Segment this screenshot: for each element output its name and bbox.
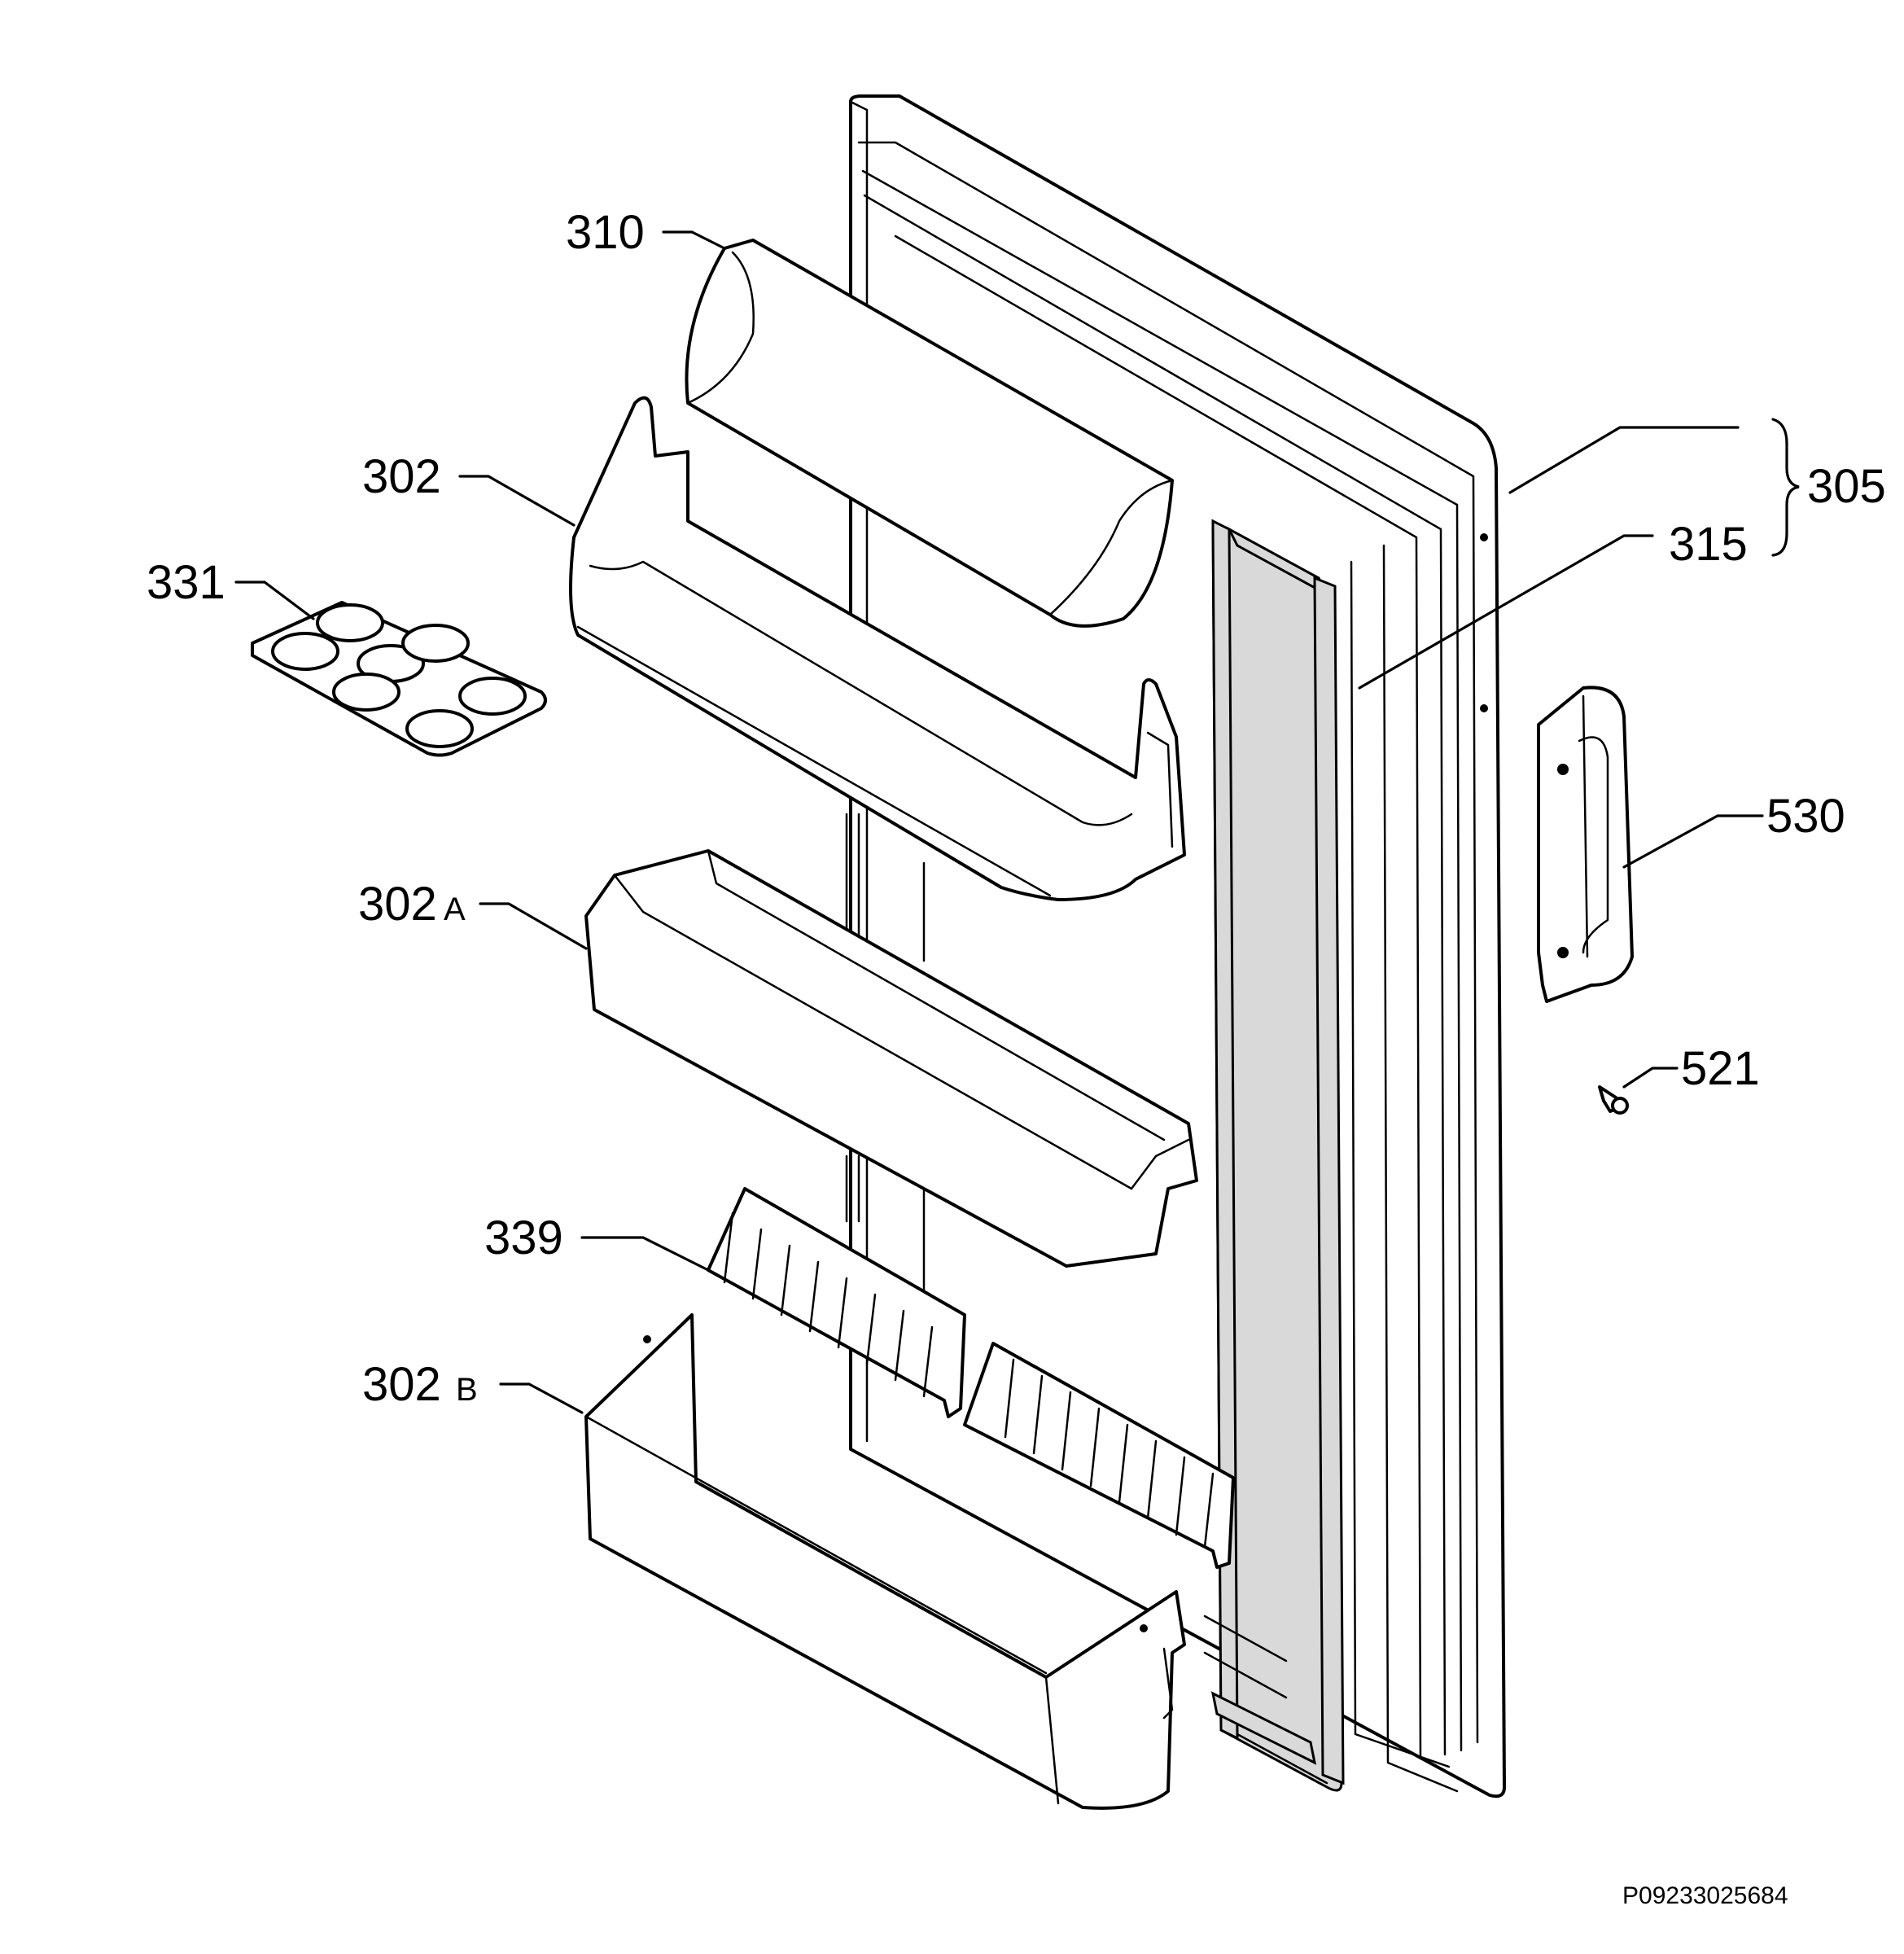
reference-code: P09233025684: [1622, 1882, 1788, 1909]
label-521: 521: [1681, 1042, 1760, 1095]
door-shelf-302a: [584, 849, 1198, 1268]
bottle-retainer-left: [707, 1187, 966, 1418]
label-302b-number: 302: [362, 1358, 441, 1411]
callouts: 310 302 331 302 A 339 302 B 305 315 530 …: [147, 206, 1886, 1411]
bottle-retainer-right: [963, 1342, 1235, 1569]
label-310: 310: [566, 206, 645, 259]
door-gasket: [1210, 519, 1345, 1792]
label-315: 315: [1669, 518, 1748, 571]
leader-lines: [234, 230, 1800, 1414]
dairy-lid: [685, 239, 1174, 628]
screw: [1598, 1085, 1629, 1115]
label-302a-number: 302: [358, 878, 437, 931]
label-305: 305: [1807, 460, 1886, 513]
label-339: 339: [484, 1211, 563, 1264]
label-331: 331: [147, 556, 225, 609]
label-530: 530: [1766, 790, 1845, 843]
door-handle: [1537, 686, 1634, 1003]
label-302a-suffix: A: [444, 892, 466, 927]
door-shelf-302b: [584, 1313, 1186, 1810]
label-302b-suffix: B: [456, 1372, 478, 1408]
egg-tray: [251, 601, 547, 757]
label-302: 302: [362, 450, 441, 503]
door-shelf-302: [569, 396, 1186, 901]
